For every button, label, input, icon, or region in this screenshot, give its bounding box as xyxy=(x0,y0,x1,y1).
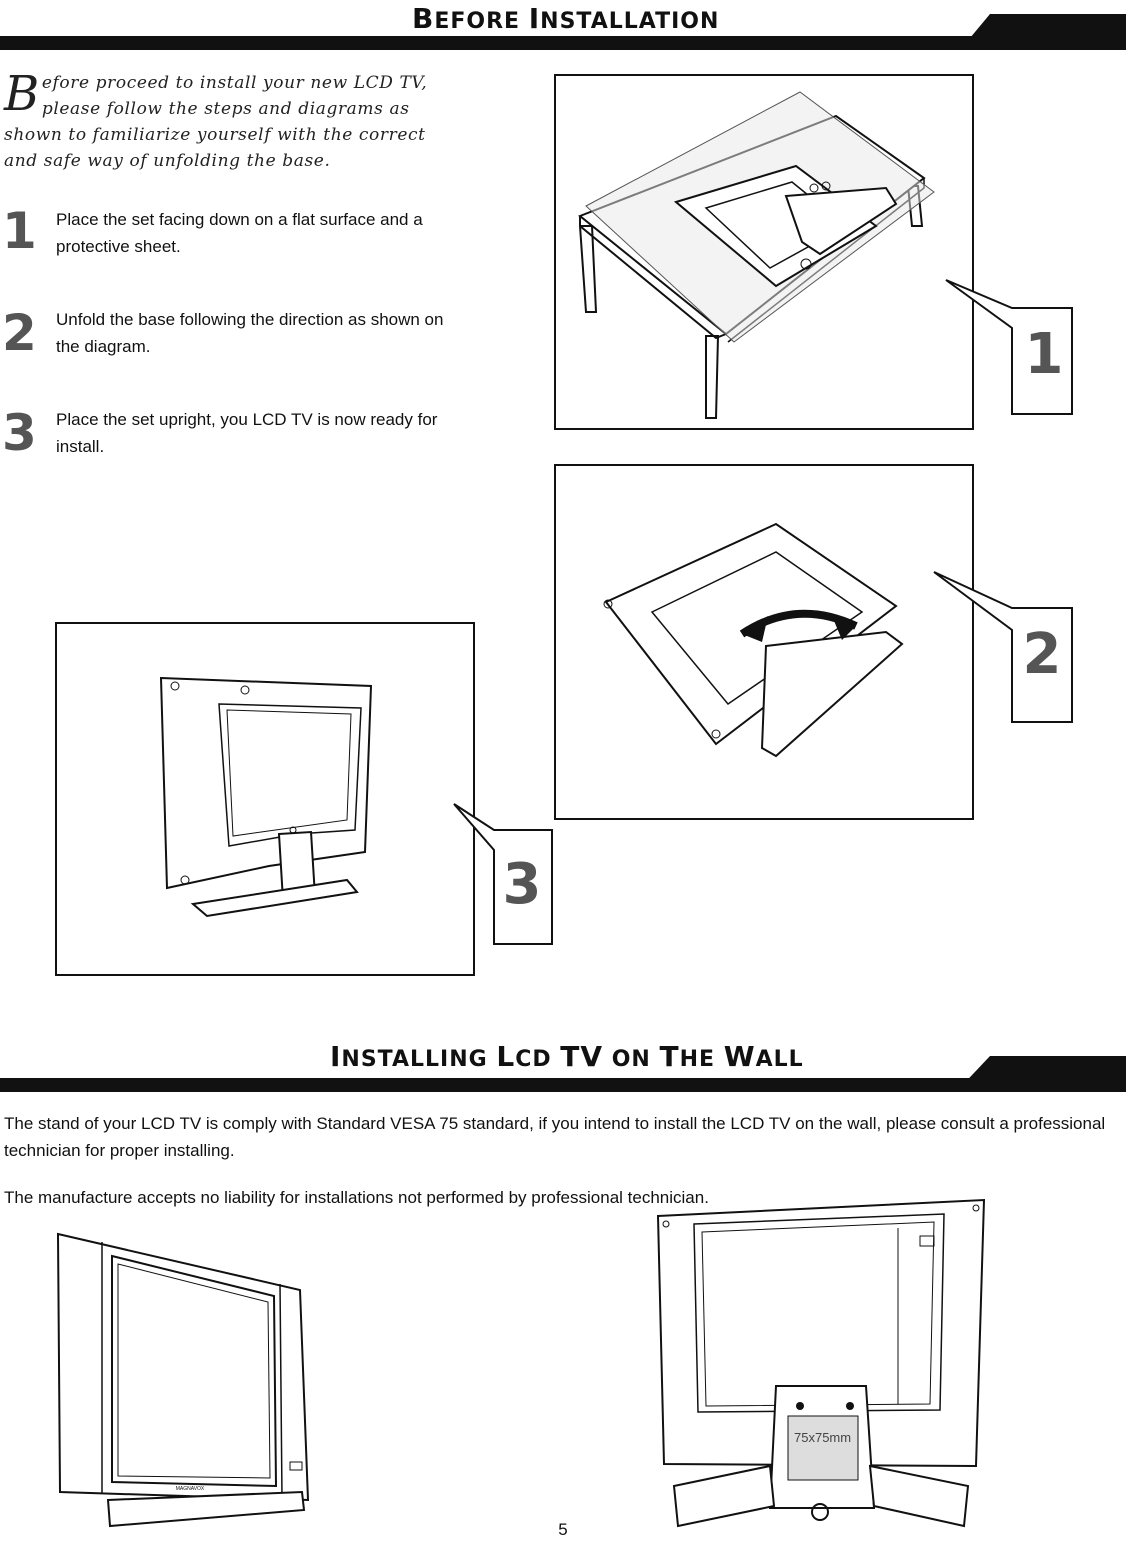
diagram-step-2-box xyxy=(554,464,974,820)
step-text-2: Unfold the base following the direction … xyxy=(56,310,444,356)
callout-pointer-3 xyxy=(453,803,553,945)
callout-number-2: 2 xyxy=(1022,622,1062,687)
brand-label: MAGNAVOX xyxy=(176,1486,205,1492)
callout-number-3: 3 xyxy=(502,852,542,917)
step-number-1: 1 xyxy=(2,202,37,260)
tv-rear-vesa-illustration xyxy=(656,1198,986,1528)
wall-paragraph-2: The manufacture accepts no liability for… xyxy=(4,1188,709,1207)
callout-number-1: 1 xyxy=(1024,322,1064,387)
section-title-before-installation: BEFORE INSTALLATION xyxy=(412,2,720,35)
header-rule-tab-2 xyxy=(956,1056,1126,1092)
diagram-step-1-box xyxy=(554,74,974,430)
wall-paragraph-1: The stand of your LCD TV is comply with … xyxy=(4,1114,1106,1160)
step-text-3: Place the set upright, you LCD TV is now… xyxy=(56,410,438,456)
intro-text: efore proceed to install your new LCD TV… xyxy=(4,73,428,171)
step-number-2: 2 xyxy=(2,304,37,362)
tv-unfold-base-illustration xyxy=(603,522,904,758)
tv-face-down-on-table-illustration xyxy=(578,91,935,419)
intro-dropcap: B xyxy=(4,66,40,122)
header-rule-tab xyxy=(960,14,1126,50)
section-title-installing-on-wall: INSTALLING LCD TV ON THE WALL xyxy=(330,1040,804,1073)
tv-upright-rear-illustration xyxy=(159,676,373,918)
callout-pointer-1 xyxy=(945,279,1073,415)
vesa-size-label: 75x75mm xyxy=(794,1430,852,1445)
tv-front-illustration: MAGNAVOX xyxy=(56,1232,310,1528)
header-rule xyxy=(0,36,1126,50)
header-rule-2 xyxy=(0,1078,1126,1092)
step-number-3: 3 xyxy=(2,404,37,462)
step-text-1: Place the set facing down on a flat surf… xyxy=(56,210,423,256)
page-number: 5 xyxy=(558,1520,568,1539)
callout-pointer-2 xyxy=(933,571,1073,723)
diagram-step-3-box xyxy=(55,622,475,976)
